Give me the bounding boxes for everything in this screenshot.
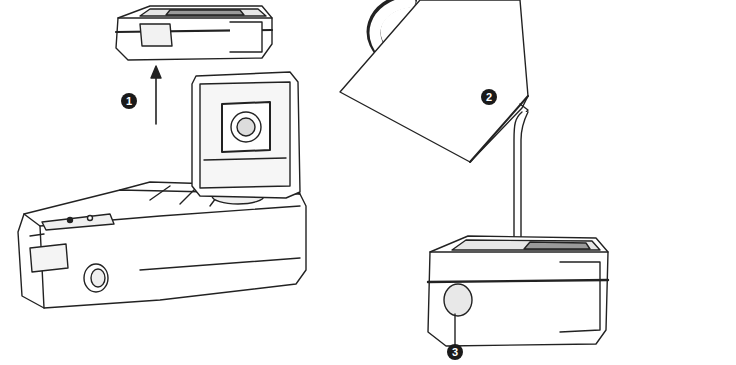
tank-window [140,24,172,46]
tank-outline [116,6,272,60]
leader-line [454,314,455,346]
callout-number: 1 [121,93,137,109]
water-tank-lifted [116,6,272,60]
lid-inner [200,82,290,188]
callout-number: 3 [447,344,463,360]
device-panel [30,234,44,236]
cpap-device [18,182,306,308]
arrow-head [151,66,161,78]
button [68,218,73,223]
lid-port [231,112,261,142]
open-lid [192,72,300,198]
tank-outline [428,236,608,346]
tank-side [560,262,600,332]
tank-lid [452,240,600,250]
arrow-shaft [155,72,157,124]
tank-rim [118,17,272,18]
lid-outline [192,72,300,198]
lid-port-inner [237,118,255,136]
tank-seal [428,280,608,282]
device-body [18,190,306,308]
tank-side [230,22,262,52]
callout-number: 2 [481,89,497,105]
device-knob [84,264,108,292]
knob-center [91,269,105,287]
tank-window [444,284,472,316]
lid-hinge [204,158,286,160]
lid-seal [222,102,270,152]
tank-lid-grid [166,10,244,15]
device-screen [30,244,68,272]
water-stream [514,112,528,250]
water-pitcher [340,0,528,162]
button [88,216,93,221]
lift-arrow [151,66,161,124]
device-buttons [42,214,114,230]
water-tank [428,236,608,346]
tank-lid-grid [524,242,590,249]
tank-lid [140,9,266,16]
device-seam [140,258,300,270]
tank-rim [430,251,608,252]
pitcher-body [340,0,528,162]
